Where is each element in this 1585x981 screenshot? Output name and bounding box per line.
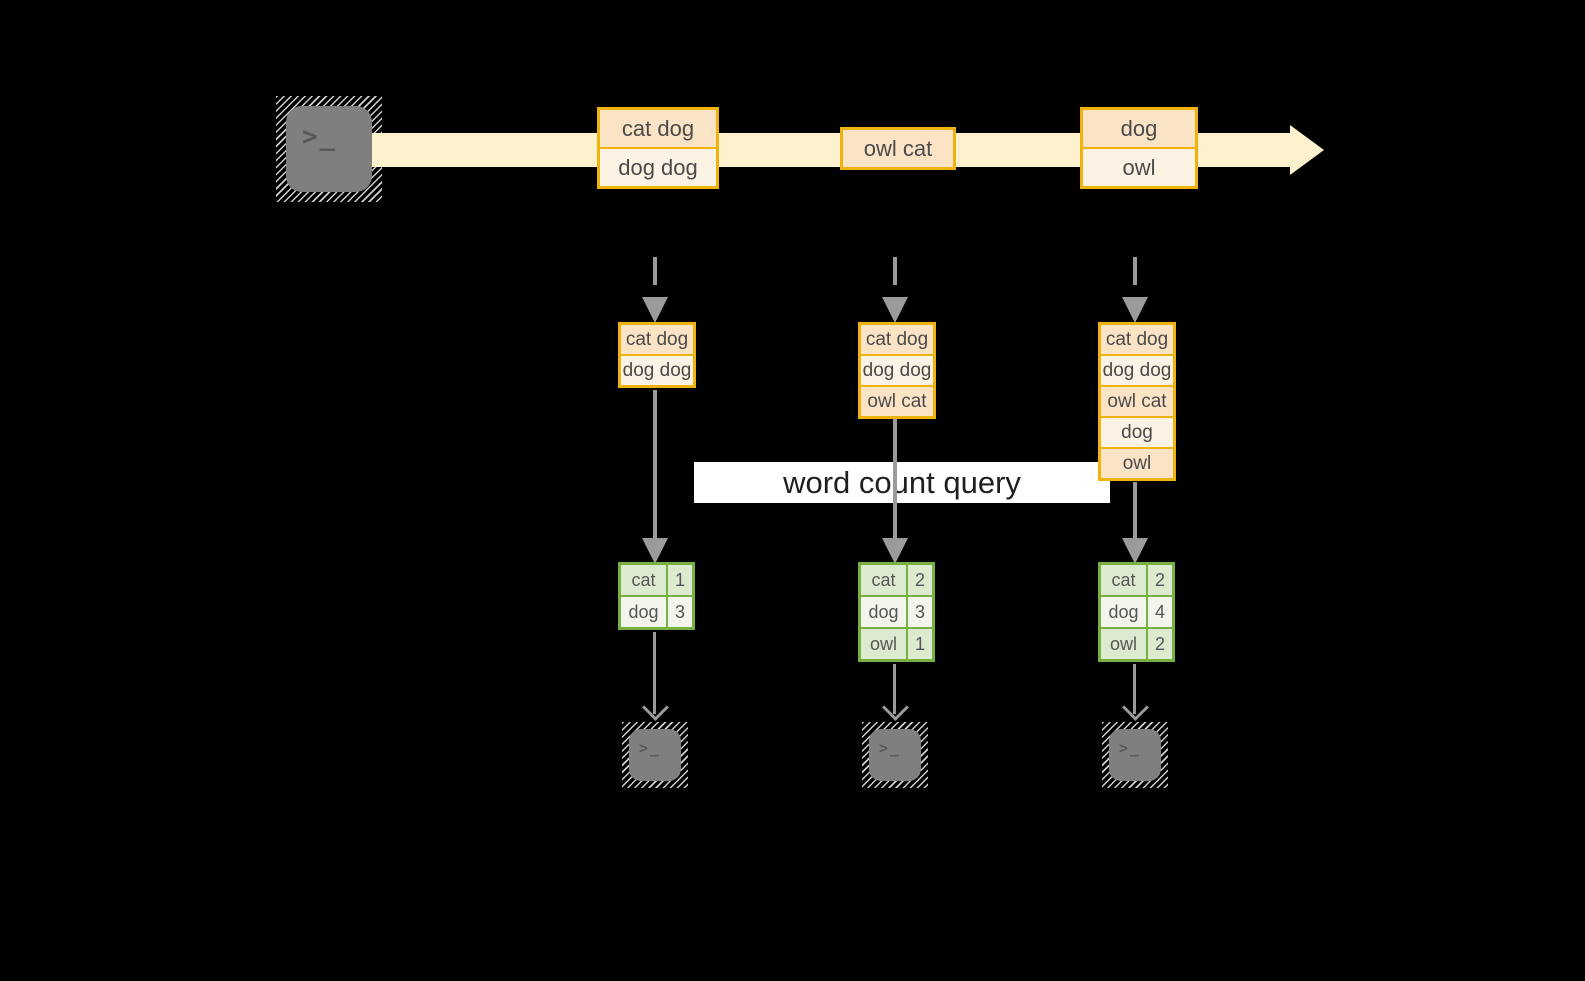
terminal-screen: >_ [869, 729, 921, 781]
state-record: cat dog [861, 325, 933, 354]
terminal-screen: >_ [629, 729, 681, 781]
count-row: cat 1 [621, 565, 692, 595]
count-row: owl 1 [861, 627, 932, 659]
count-value: 3 [906, 597, 932, 627]
count-table-2: cat 2 dog 3 owl 1 [858, 562, 935, 662]
arrow-icon [1133, 482, 1137, 540]
count-word: dog [621, 597, 666, 627]
state-stack-3: cat dog dog dog owl cat dog owl [1098, 322, 1176, 481]
state-record: dog dog [1101, 354, 1173, 385]
terminal-prompt-icon: >_ [302, 122, 338, 152]
count-value: 2 [906, 565, 932, 595]
arrow-v-head-icon [882, 694, 909, 721]
dashed-arrow-icon [1133, 257, 1137, 285]
count-value: 3 [666, 597, 692, 627]
state-record: cat dog [1101, 325, 1173, 354]
arrow-icon [893, 418, 897, 540]
sink-terminal-icon: >_ [622, 722, 688, 788]
count-row: owl 2 [1101, 627, 1172, 659]
state-record: owl cat [1101, 385, 1173, 416]
state-record: owl cat [861, 385, 933, 416]
stream-record: owl [1083, 147, 1195, 186]
arrow-v-head-icon [642, 694, 669, 721]
count-word: cat [1101, 565, 1146, 595]
arrow-v-head-icon [1122, 694, 1149, 721]
dashed-arrow-icon [893, 257, 897, 285]
stream-batch-3: dog owl [1080, 107, 1198, 189]
count-word: owl [861, 629, 906, 659]
stream-timeline-arrowhead-icon [1290, 125, 1324, 175]
arrow-icon [1133, 664, 1136, 714]
state-stack-1: cat dog dog dog [618, 322, 696, 388]
count-row: dog 3 [861, 595, 932, 627]
count-word: cat [621, 565, 666, 595]
count-table-3: cat 2 dog 4 owl 2 [1098, 562, 1175, 662]
arrow-head-icon [642, 538, 668, 564]
count-value: 2 [1146, 629, 1172, 659]
count-value: 4 [1146, 597, 1172, 627]
count-row: cat 2 [1101, 565, 1172, 595]
dashed-arrow-icon [653, 257, 657, 285]
dashed-arrow-head-icon [882, 297, 908, 323]
state-record: dog [1101, 416, 1173, 447]
dashed-arrow-head-icon [1122, 297, 1148, 323]
count-word: dog [1101, 597, 1146, 627]
stream-batch-1: cat dog dog dog [597, 107, 719, 189]
state-record: cat dog [621, 325, 693, 354]
query-label: word count query [694, 462, 1110, 503]
sink-terminal-icon: >_ [862, 722, 928, 788]
stream-record: cat dog [600, 110, 716, 147]
arrow-icon [653, 390, 657, 540]
state-record: dog dog [621, 354, 693, 385]
terminal-prompt-icon: >_ [1119, 739, 1142, 757]
count-row: dog 3 [621, 595, 692, 627]
stream-batch-2: owl cat [840, 127, 956, 170]
stream-record: dog dog [600, 147, 716, 186]
stream-record: dog [1083, 110, 1195, 147]
count-value: 1 [666, 565, 692, 595]
stream-record: owl cat [843, 130, 953, 167]
arrow-head-icon [882, 538, 908, 564]
dashed-arrow-head-icon [642, 297, 668, 323]
terminal-prompt-icon: >_ [639, 739, 662, 757]
count-word: dog [861, 597, 906, 627]
source-terminal-icon: >_ [276, 96, 382, 202]
count-row: cat 2 [861, 565, 932, 595]
count-table-1: cat 1 dog 3 [618, 562, 695, 630]
sink-terminal-icon: >_ [1102, 722, 1168, 788]
count-word: owl [1101, 629, 1146, 659]
count-value: 2 [1146, 565, 1172, 595]
arrow-head-icon [1122, 538, 1148, 564]
count-word: cat [861, 565, 906, 595]
count-row: dog 4 [1101, 595, 1172, 627]
terminal-prompt-icon: >_ [879, 739, 902, 757]
terminal-screen: >_ [286, 106, 372, 192]
arrow-icon [893, 664, 896, 714]
state-record: owl [1101, 447, 1173, 478]
count-value: 1 [906, 629, 932, 659]
terminal-screen: >_ [1109, 729, 1161, 781]
query-label-text: word count query [783, 464, 1021, 500]
state-stack-2: cat dog dog dog owl cat [858, 322, 936, 419]
state-record: dog dog [861, 354, 933, 385]
arrow-icon [653, 632, 656, 714]
